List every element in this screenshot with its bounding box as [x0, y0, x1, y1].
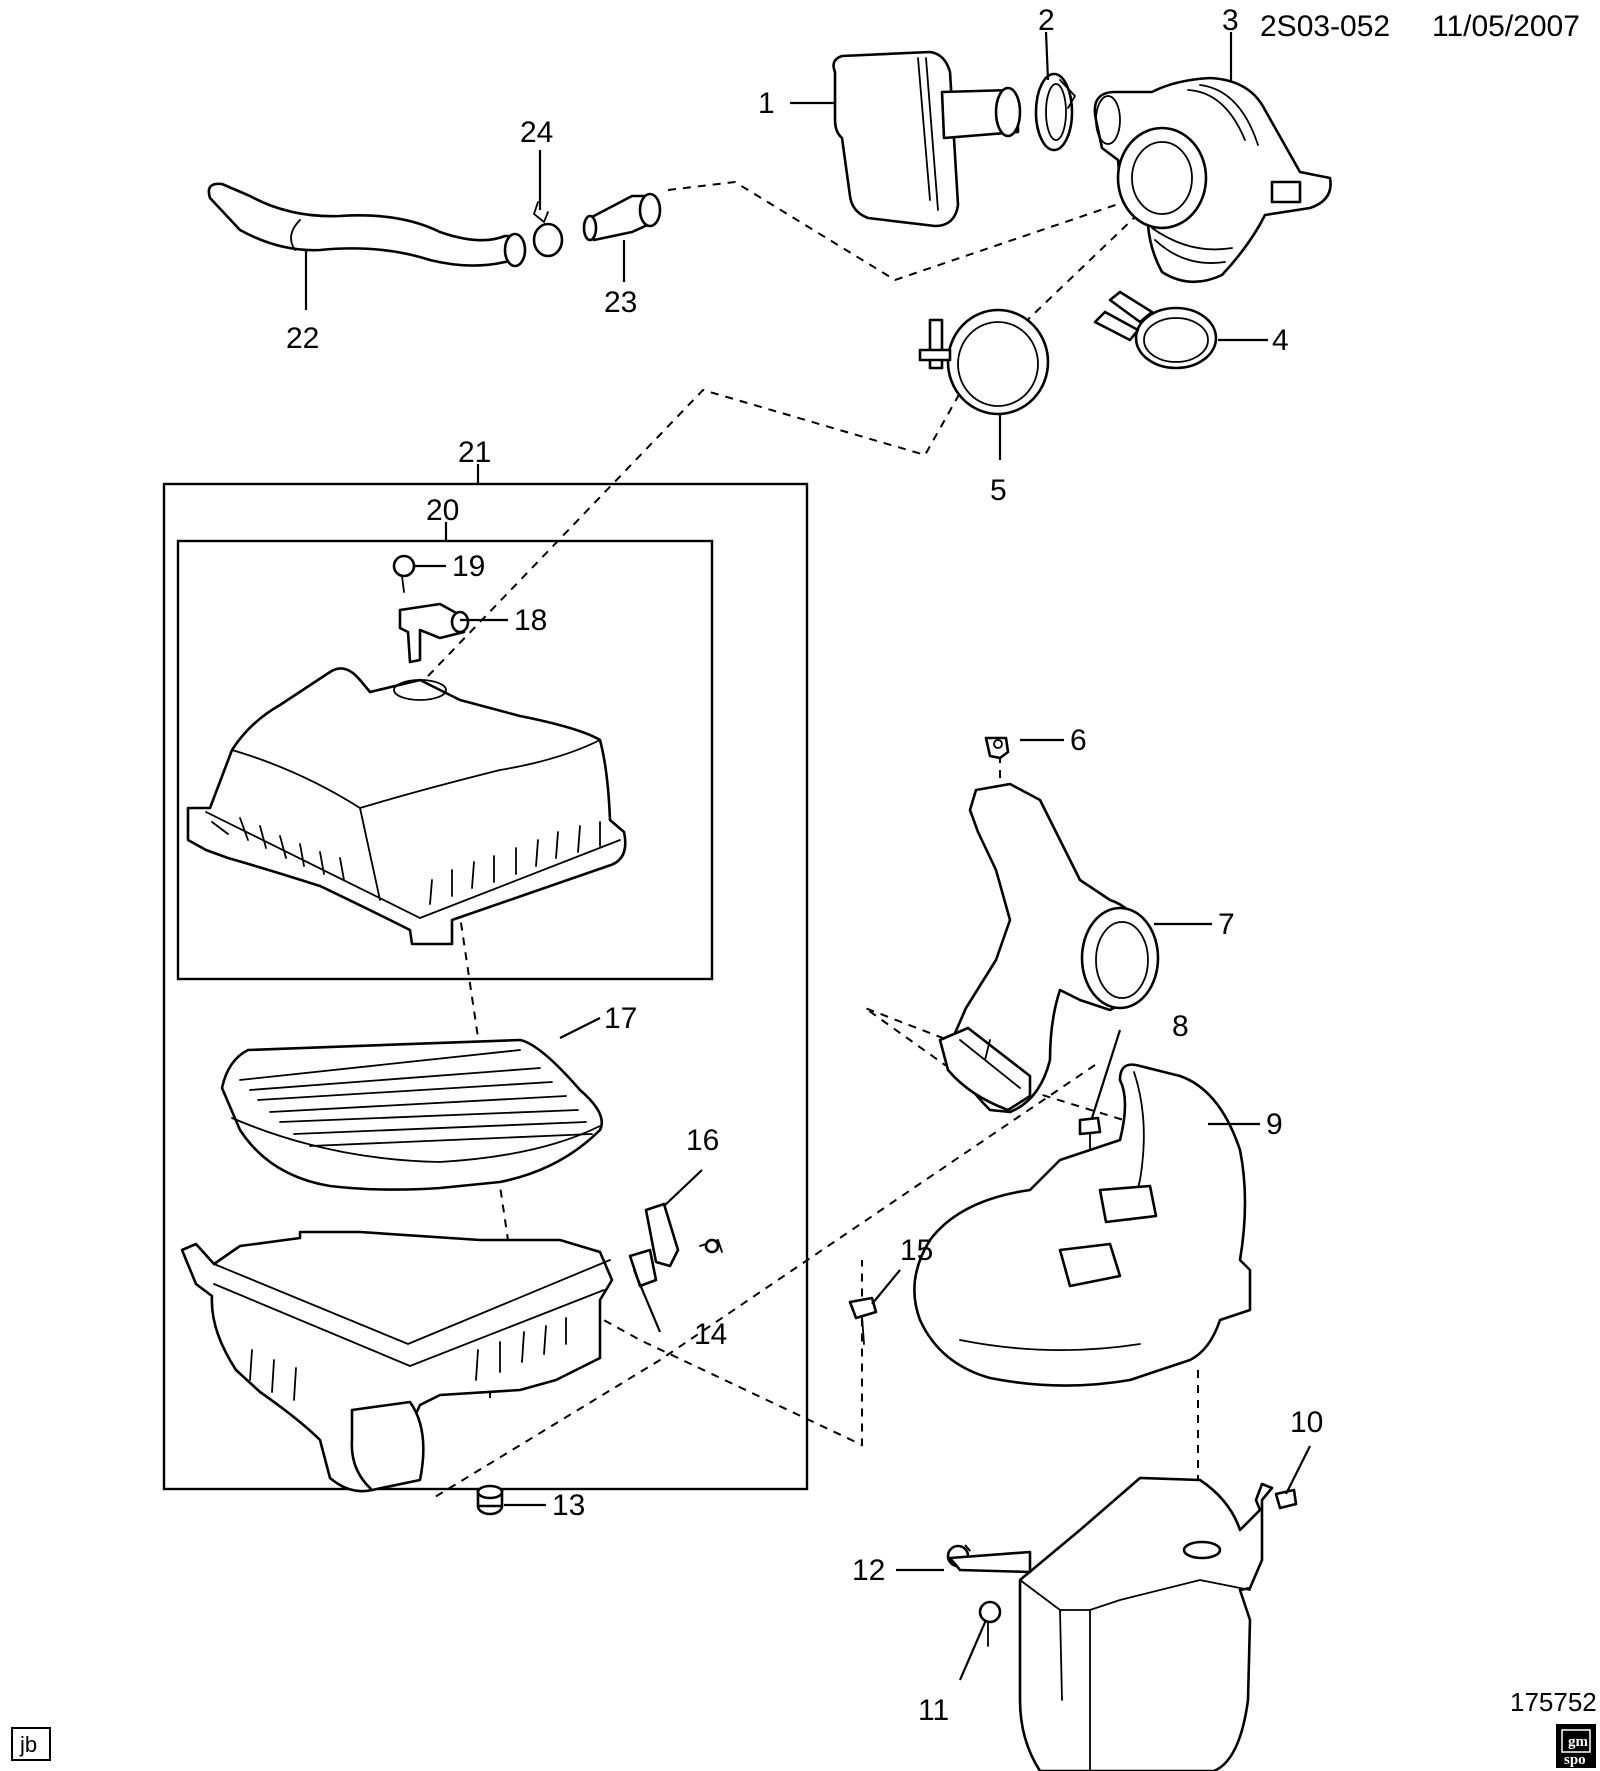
- gm-spo-logo: gm spo: [1556, 1724, 1596, 1768]
- part-19-screw: [392, 554, 416, 593]
- part-9-duct: [913, 1063, 1252, 1387]
- logo-line-2: spo: [1564, 1752, 1586, 1768]
- initials-tag-text: jb: [19, 1732, 37, 1757]
- callout-20: 20: [426, 494, 459, 527]
- callout-21: 21: [458, 436, 491, 469]
- part-17-filter: [220, 1038, 604, 1191]
- part-24-clip: [532, 201, 564, 258]
- callout-17: 17: [604, 1002, 637, 1035]
- diagram-date: 11/05/2007: [1432, 10, 1580, 43]
- callout-18: 18: [514, 604, 547, 637]
- part-23-connector: [582, 192, 662, 242]
- part-13-grommet: [476, 1484, 504, 1516]
- part-14-clip: [628, 1248, 658, 1288]
- callout-3: 3: [1222, 4, 1239, 37]
- callout-labels: 1 2 3 4 5 6 7 8 9 10 11 12 13 14 15 16 1…: [286, 4, 1323, 1727]
- callout-4: 4: [1272, 324, 1289, 357]
- part-4-clamp: [1093, 290, 1218, 370]
- callout-14: 14: [694, 1318, 727, 1351]
- part-20-cover: [186, 667, 627, 946]
- callout-7: 7: [1218, 908, 1235, 941]
- diagram-code: 2S03-052: [1260, 10, 1390, 43]
- callout-19: 19: [452, 550, 485, 583]
- part-15-bolt: [848, 1296, 878, 1345]
- logo-line-1: gm: [1568, 1734, 1589, 1750]
- part-5-clamp: [918, 308, 1050, 416]
- callout-16: 16: [686, 1124, 719, 1157]
- part-7-duct: [938, 782, 1160, 1114]
- callout-9: 9: [1266, 1108, 1283, 1141]
- initials-tag: jb: [11, 1727, 51, 1761]
- part-11-screw: [978, 1600, 1002, 1647]
- callout-10: 10: [1290, 1406, 1323, 1439]
- callout-15: 15: [900, 1234, 933, 1267]
- part-3-duct-adapter: [1093, 76, 1332, 284]
- part-18-sensor: [398, 602, 470, 664]
- air-cleaner-lower-housing: [180, 1230, 614, 1493]
- callout-8: 8: [1172, 1010, 1189, 1043]
- callout-12: 12: [852, 1554, 885, 1587]
- part-16-bracket: [644, 1202, 723, 1268]
- part-1-resonator: [832, 50, 1022, 228]
- callout-24: 24: [520, 116, 553, 149]
- reservoir-housing: [948, 1476, 1274, 1771]
- callout-13: 13: [552, 1489, 585, 1522]
- callout-2: 2: [1038, 4, 1055, 37]
- part-2-clamp: [1034, 72, 1077, 152]
- callout-1: 1: [758, 87, 775, 120]
- callout-23: 23: [604, 286, 637, 319]
- part-6-nut: [984, 736, 1010, 760]
- callout-5: 5: [990, 474, 1007, 507]
- figure-number: 175752: [1510, 1687, 1597, 1717]
- callout-11: 11: [918, 1694, 949, 1727]
- callout-6: 6: [1070, 724, 1087, 757]
- callout-22: 22: [286, 322, 319, 355]
- leader-lines: [304, 31, 1311, 1681]
- part-22-hose: [207, 182, 527, 268]
